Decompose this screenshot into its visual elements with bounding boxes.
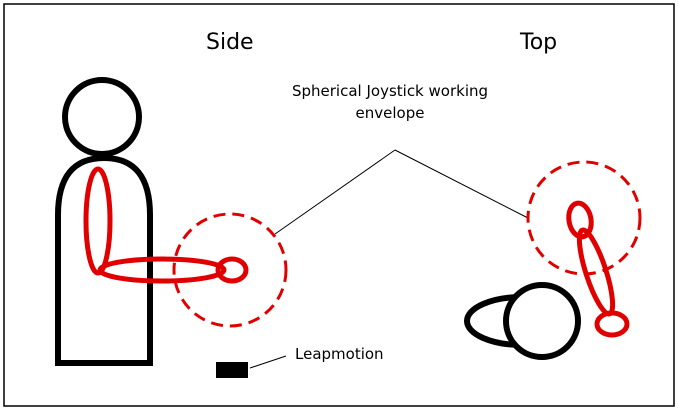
side-view-person: [55, 77, 153, 366]
side-forearm: [97, 256, 227, 284]
side-upper-arm: [83, 166, 113, 276]
joystick-envelope-label: Spherical Joystick working envelope: [291, 82, 489, 122]
side-hand: [215, 256, 249, 284]
side-head: [62, 77, 142, 157]
joystick-pointer-side: [274, 149, 396, 235]
top-head: [503, 282, 581, 360]
frame-border: [3, 3, 675, 407]
leapmotion-sensor: [216, 362, 248, 378]
leapmotion-label: Leapmotion: [295, 345, 384, 363]
top-view-person: [464, 282, 581, 360]
top-view-label: Top: [520, 30, 558, 55]
joystick-pointer-top: [394, 149, 529, 219]
side-view-arm: [83, 166, 288, 328]
side-torso: [55, 154, 153, 366]
top-joystick-envelope: [526, 160, 642, 276]
top-view-arm: [526, 160, 642, 338]
top-shoulder-joint: [594, 310, 630, 338]
top-hand: [566, 200, 594, 240]
top-upper-arm: [576, 227, 616, 317]
side-view-label: Side: [206, 30, 254, 55]
side-joystick-envelope: [172, 212, 288, 328]
leapmotion-pointer: [249, 355, 287, 369]
